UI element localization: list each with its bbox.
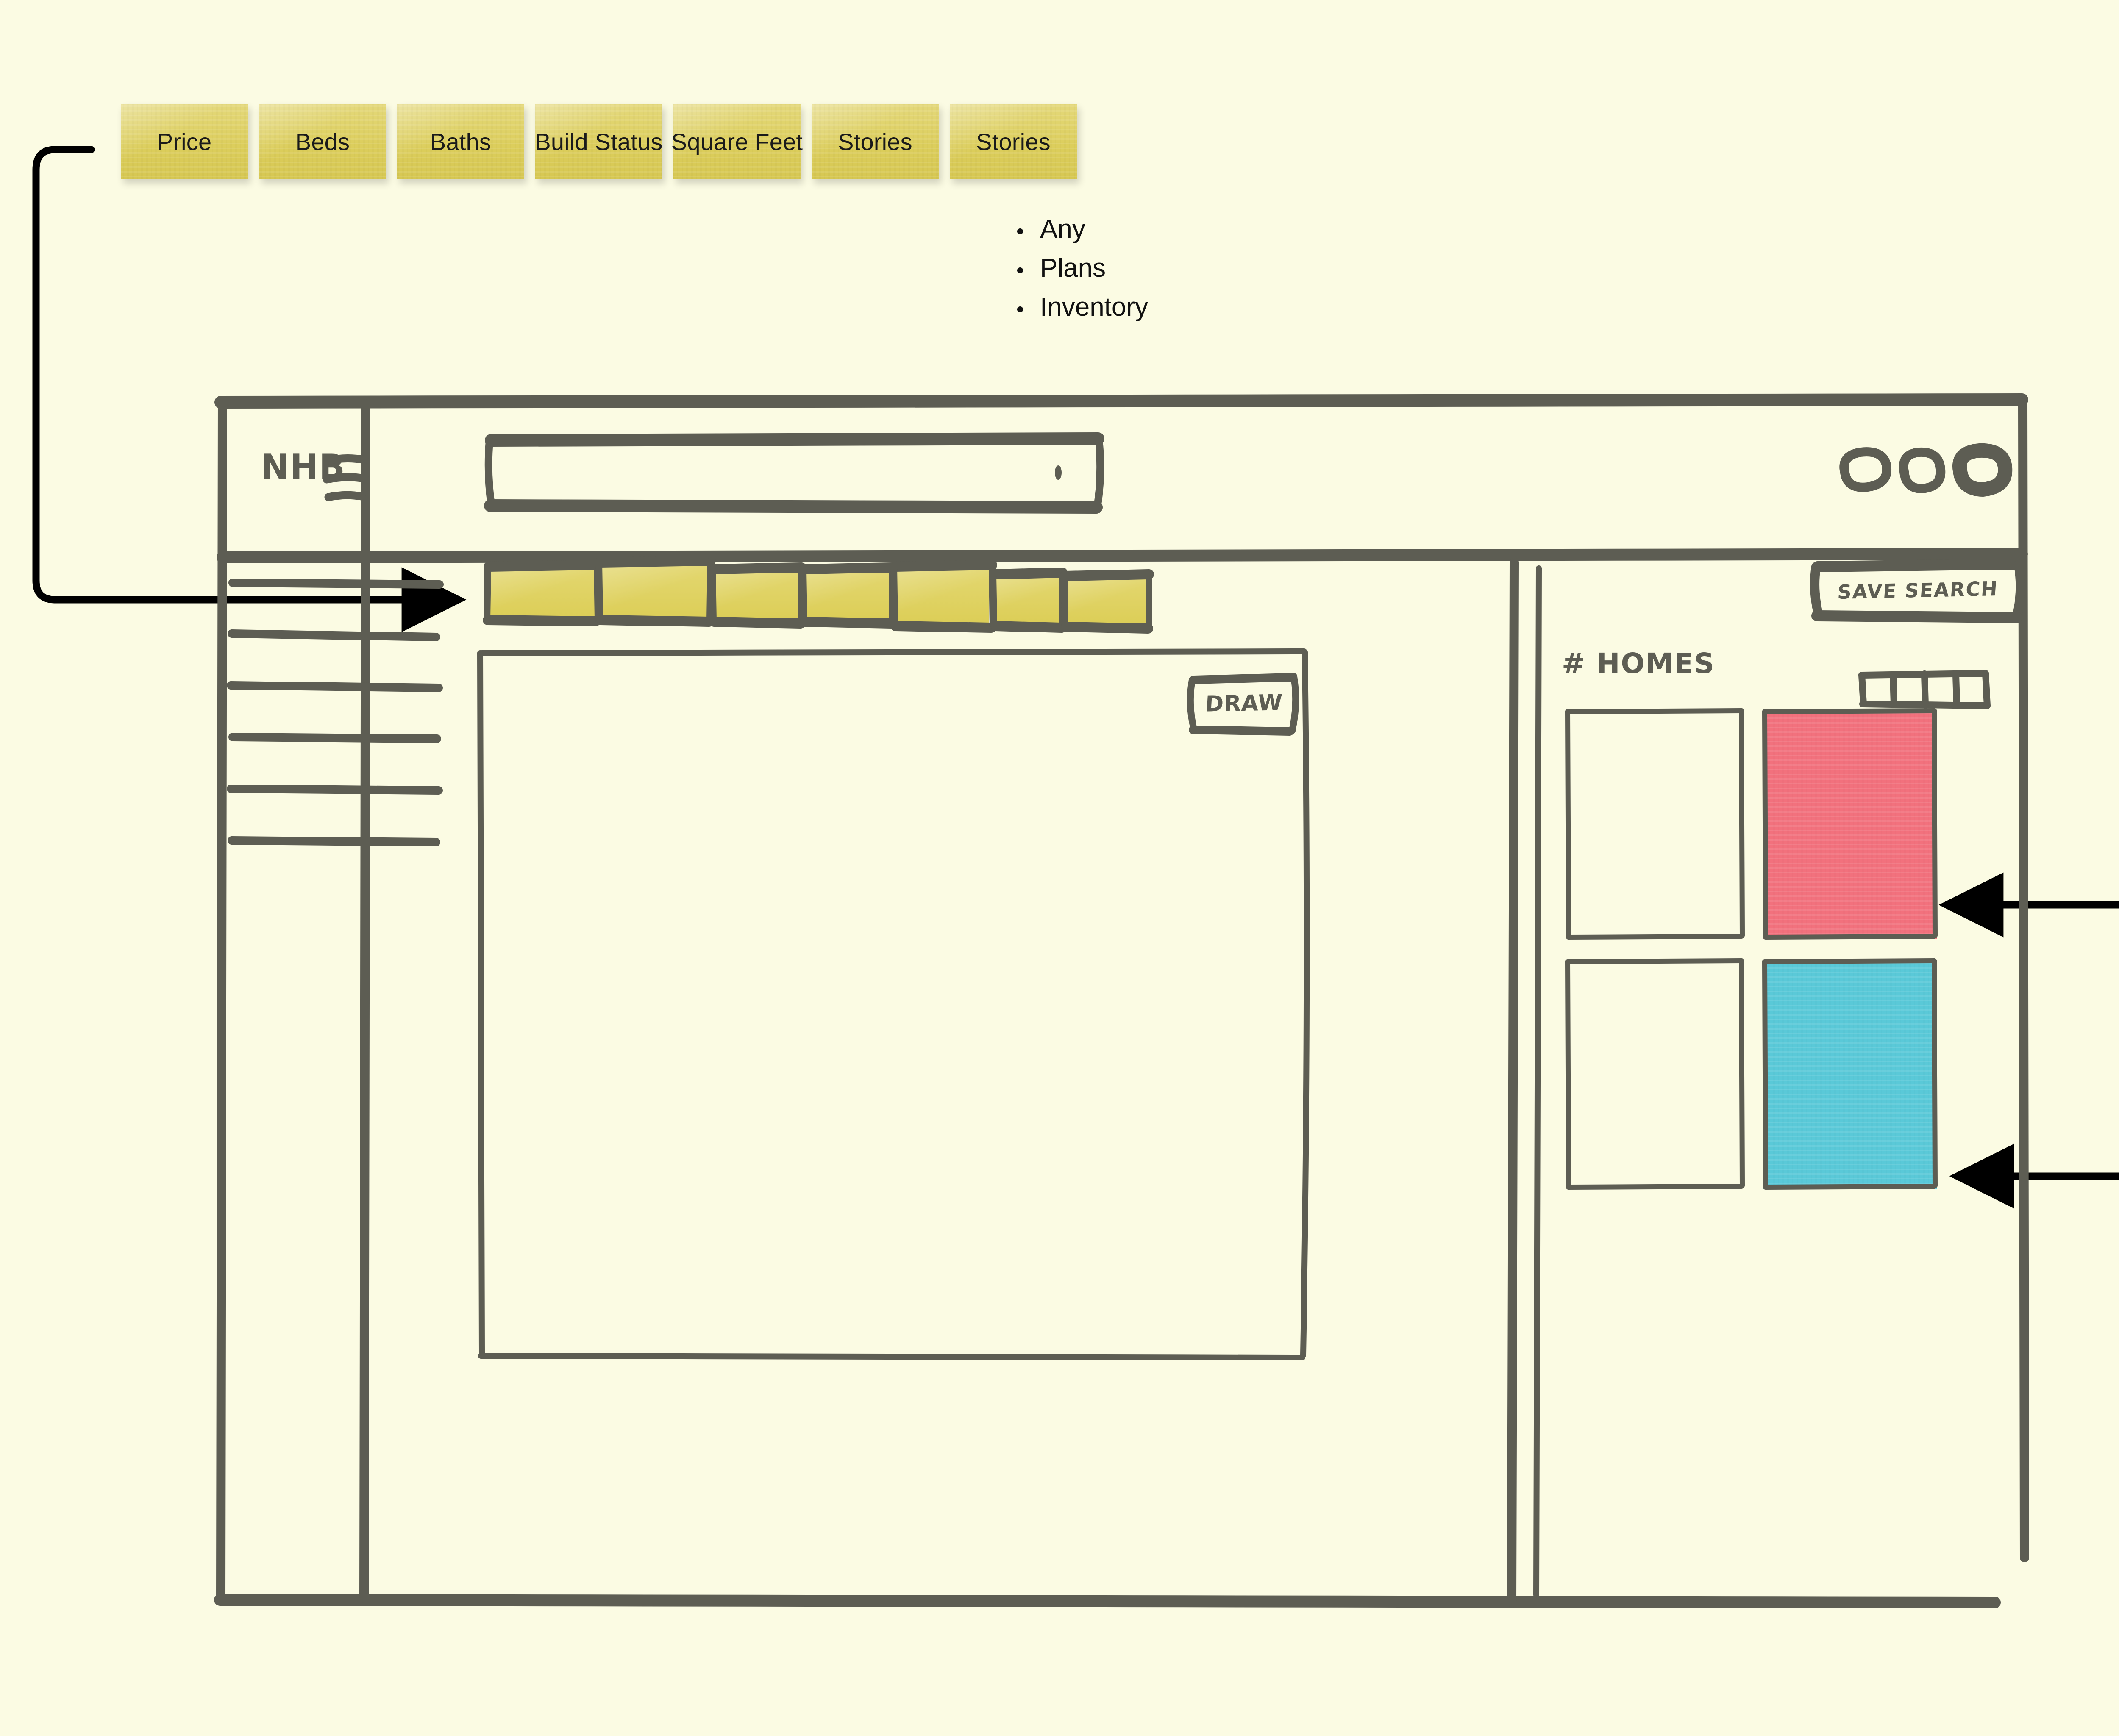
search-caret-dot — [1055, 465, 1062, 480]
list-item-plans[interactable]: Plans — [1017, 253, 1148, 292]
draw-button-label: DRAW — [1204, 690, 1283, 717]
chip-outline — [989, 568, 1068, 633]
card-texture — [1763, 960, 1937, 1189]
chip-outline — [595, 556, 716, 627]
pagination-divider-3 — [1952, 670, 1960, 709]
option-label: Any — [1040, 214, 1085, 244]
pagination-control[interactable] — [1858, 670, 1991, 713]
chip-outline — [483, 560, 601, 626]
filter-chip-beds[interactable] — [595, 556, 716, 627]
sticky-note-beds[interactable]: Beds — [259, 104, 386, 179]
sidebar-nav-placeholders[interactable] — [227, 574, 452, 956]
sticky-note-label: Build Status — [535, 128, 663, 155]
sticky-note-label: Price — [157, 128, 212, 155]
sticky-note-square-feet[interactable]: Square Feet — [671, 104, 803, 179]
sticky-note-label: Beds — [295, 128, 350, 155]
pagination-divider-2 — [1921, 670, 1929, 709]
sidebar-item-6 — [228, 836, 440, 846]
chip-outline — [890, 560, 997, 633]
draw-button-outline — [1187, 673, 1299, 736]
sidebar-item-2 — [228, 629, 440, 641]
result-card-plans[interactable] — [1762, 708, 1938, 940]
sticky-note-price[interactable]: Price — [121, 104, 248, 179]
chip-outline — [799, 562, 897, 629]
results-count-text: # HOMES — [1562, 647, 1715, 680]
hamburger-menu-icon[interactable] — [323, 451, 379, 511]
sticky-note-stories-2[interactable]: Stories — [950, 104, 1077, 179]
result-card-inventory[interactable] — [1762, 958, 1938, 1190]
circle-icon-3 — [1952, 443, 2013, 497]
option-label: Inventory — [1040, 292, 1148, 322]
bullet-dot-icon — [1017, 306, 1023, 312]
draw-button[interactable]: DRAW — [1187, 673, 1299, 736]
map-panel[interactable] — [477, 648, 1310, 1360]
list-item-any[interactable]: Any — [1017, 214, 1148, 253]
build-status-options-list: Any Plans Inventory — [1017, 214, 1148, 331]
sidebar-item-1 — [228, 579, 444, 589]
chip-outline — [708, 562, 806, 629]
bullet-dot-icon — [1017, 267, 1023, 273]
sidebar-item-3 — [227, 681, 443, 692]
header-icon-group — [1839, 443, 2013, 497]
save-search-outline — [1810, 559, 2025, 623]
sticky-note-baths[interactable]: Baths — [397, 104, 524, 179]
save-search-button[interactable]: SAVE SEARCH — [1810, 559, 2025, 623]
sidebar-item-5 — [227, 785, 443, 795]
circle-icon-2 — [1899, 447, 1946, 493]
pagination-divider-1 — [1890, 671, 1897, 708]
save-search-label: SAVE SEARCH — [1836, 577, 1999, 604]
sticky-note-label: Baths — [430, 128, 492, 155]
chip-outline — [1060, 569, 1154, 634]
filter-chip-price[interactable] — [483, 560, 601, 626]
sticky-note-stories-1[interactable]: Stories — [812, 104, 939, 179]
card-outline — [1565, 958, 1745, 1190]
sticky-note-label: Stories — [838, 128, 912, 155]
filter-chip-baths[interactable] — [708, 562, 806, 629]
results-count-label: # HOMES — [1562, 647, 1715, 680]
filter-chip-row — [483, 556, 1154, 634]
app-window-wireframe: NHB — [214, 393, 2049, 1636]
result-card-placeholder-2[interactable] — [1565, 958, 1745, 1190]
card-outline — [1565, 708, 1745, 940]
filter-chip-build-status[interactable] — [799, 562, 897, 629]
filter-chip-stories-1[interactable] — [989, 568, 1068, 633]
card-texture — [1763, 710, 1937, 939]
sticky-note-label: Square Feet — [671, 128, 803, 155]
sidebar-item-4 — [228, 733, 441, 743]
map-panel-outline — [477, 648, 1310, 1360]
sticky-note-build-status[interactable]: Build Status — [535, 104, 662, 179]
option-label: Plans — [1040, 253, 1106, 283]
bullet-dot-icon — [1017, 228, 1023, 234]
search-input[interactable] — [484, 432, 1104, 514]
sticky-note-label: Stories — [976, 128, 1051, 155]
filter-sticky-notes: Price Beds Baths Build Status Square Fee… — [121, 104, 1077, 179]
card-outline — [1762, 708, 1938, 940]
list-item-inventory[interactable]: Inventory — [1017, 292, 1148, 331]
search-field[interactable] — [502, 448, 1053, 495]
filter-chip-square-feet[interactable] — [890, 560, 997, 633]
filter-chip-stories-2[interactable] — [1060, 569, 1154, 634]
result-card-placeholder-1[interactable] — [1565, 708, 1745, 940]
card-outline — [1762, 958, 1938, 1190]
circle-icon-1 — [1839, 447, 1891, 492]
